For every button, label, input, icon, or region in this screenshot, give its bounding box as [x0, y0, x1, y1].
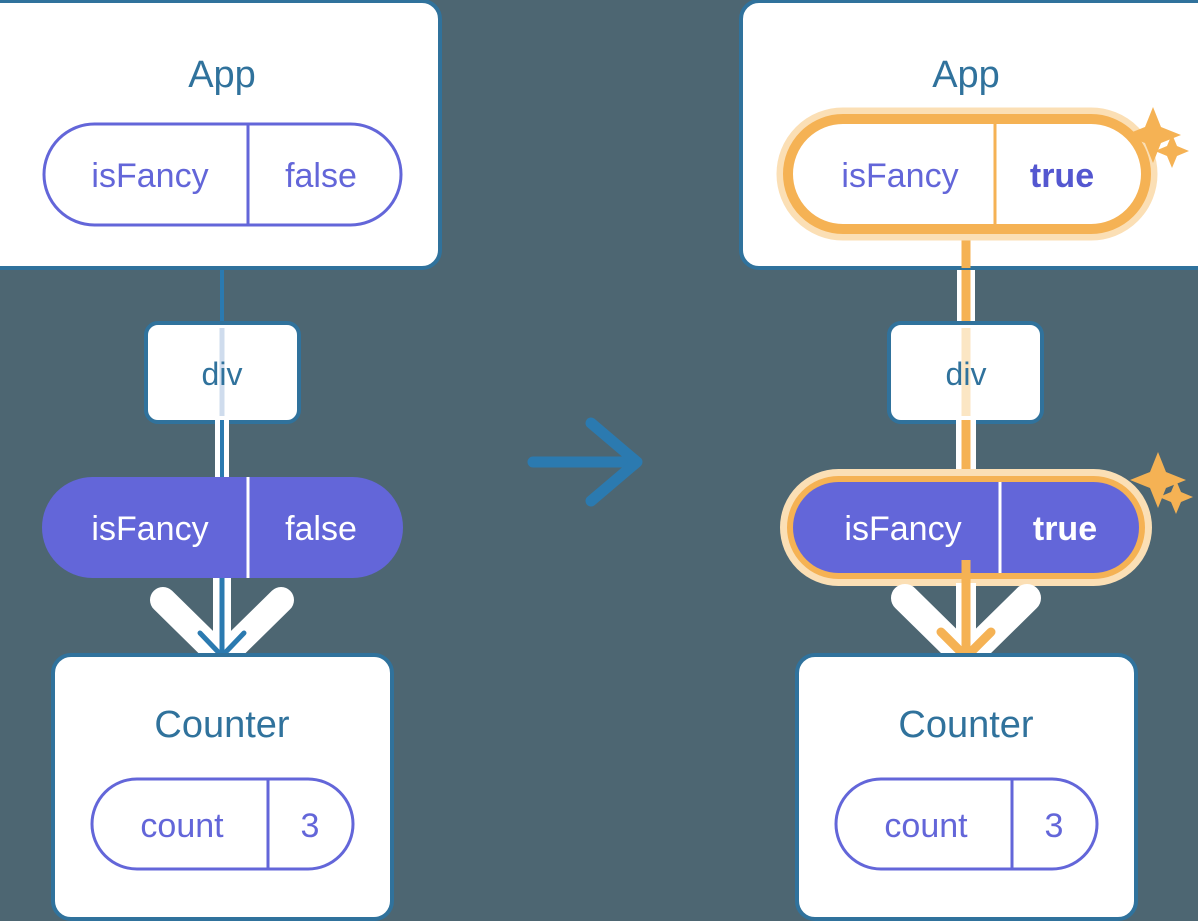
state-pill-key-after: isFancy: [841, 157, 958, 195]
counter-pill-value-after: 3: [1045, 807, 1064, 845]
state-pill-app-after: isFancy true: [776, 107, 1158, 241]
props-pill-key-after: isFancy: [844, 510, 961, 548]
counter-title-before: Counter: [154, 704, 290, 746]
sparkle-small-icon: [1155, 134, 1189, 168]
flow-arrow-after: [891, 560, 1041, 672]
sparkle-large-icon-2: [1130, 452, 1186, 508]
props-pill-key-before: isFancy: [91, 510, 208, 548]
app-title-after: App: [932, 54, 1000, 96]
props-pill-value-after: true: [1033, 510, 1097, 548]
flow-arrow-before: [150, 578, 294, 671]
state-pill-counter-before: count 3: [90, 777, 355, 871]
props-pill-after: isFancy true: [780, 469, 1152, 586]
sparkle-large-icon: [1125, 107, 1181, 163]
state-pill-app-before: isFancy false: [42, 122, 403, 227]
sparkle-small-icon-2: [1159, 480, 1193, 514]
state-pill-counter-after: count 3: [834, 777, 1099, 871]
state-pill-value-after: true: [1030, 157, 1094, 195]
app-title-before: App: [188, 54, 256, 96]
props-pill-before: isFancy false: [42, 477, 403, 578]
props-pill-value-before: false: [285, 510, 357, 548]
transition-arrow-right-icon: [527, 417, 643, 507]
div-label-before: div: [202, 356, 243, 392]
counter-pill-key-before: count: [140, 807, 224, 845]
counter-pill-key-after: count: [884, 807, 968, 845]
counter-pill-value-before: 3: [301, 807, 320, 845]
card-div-after: div: [887, 321, 1044, 424]
div-label-after: div: [946, 356, 987, 392]
card-div-before: div: [144, 321, 301, 424]
counter-title-after: Counter: [898, 704, 1034, 746]
state-pill-key-before: isFancy: [91, 157, 208, 195]
state-pill-value-before: false: [285, 157, 357, 195]
